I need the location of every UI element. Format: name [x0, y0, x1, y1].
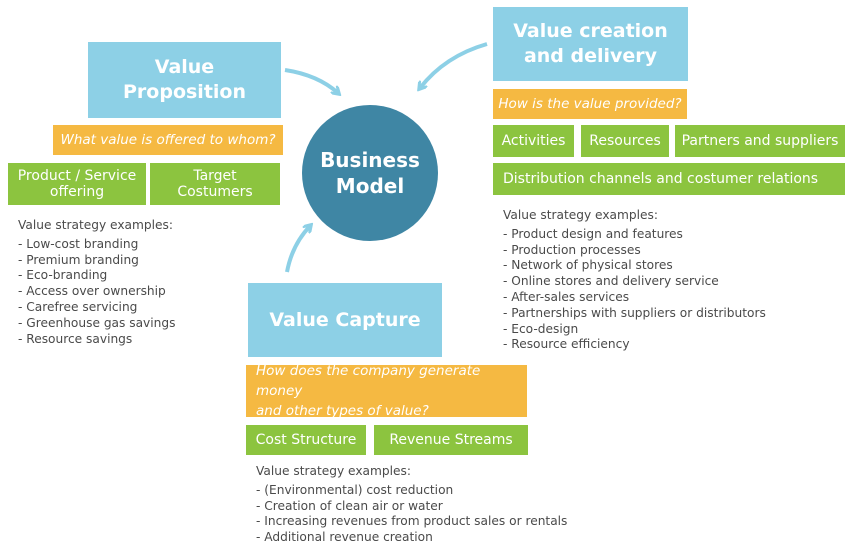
vp-title-line2: Proposition	[123, 81, 246, 103]
tag-product-line1: Product / Service	[17, 168, 137, 184]
value-creation-examples: Value strategy examples: Product design …	[503, 208, 766, 353]
center-line2: Model	[335, 174, 405, 198]
vp-examples-heading: Value strategy examples:	[18, 218, 173, 232]
vcap-examples-heading: Value strategy examples:	[256, 464, 411, 478]
tag-activities: Activities	[493, 125, 574, 157]
list-item: Creation of clean air or water	[256, 499, 567, 515]
arrow-from-value-proposition	[284, 68, 338, 93]
list-item: Production processes	[503, 243, 766, 259]
list-item: Carefree servicing	[18, 300, 175, 316]
list-item: Resource savings	[18, 332, 175, 348]
list-item: Premium branding	[18, 253, 175, 269]
list-item: Online stores and delivery service	[503, 274, 766, 290]
list-item: (Environmental) cost reduction	[256, 483, 567, 499]
tag-resources: Resources	[581, 125, 669, 157]
list-item: Eco-design	[503, 322, 766, 338]
value-creation-title: Value creation and delivery	[493, 7, 688, 81]
tag-product-line2: offering	[49, 184, 105, 200]
tag-target-line2: Costumers	[177, 184, 253, 200]
vc-examples-heading: Value strategy examples:	[503, 208, 658, 222]
tag-partners-suppliers: Partners and suppliers	[675, 125, 845, 157]
arrow-from-value-creation	[420, 42, 488, 88]
arrow-from-value-capture	[285, 226, 310, 273]
list-item: Product design and features	[503, 227, 766, 243]
list-item: Network of physical stores	[503, 258, 766, 274]
list-item: Low-cost branding	[18, 237, 175, 253]
value-creation-question: How is the value provided?	[493, 89, 687, 119]
vc-title-line2: and delivery	[523, 45, 658, 67]
center-line1: Business	[320, 148, 420, 172]
list-item: Greenhouse gas savings	[18, 316, 175, 332]
value-capture-title: Value Capture	[248, 283, 442, 357]
value-proposition-question: What value is offered to whom?	[53, 125, 283, 155]
vp-title-line1: Value	[154, 56, 215, 78]
tag-revenue-streams: Revenue Streams	[374, 425, 528, 455]
vc-title-line1: Value creation	[513, 20, 668, 42]
tag-cost-structure: Cost Structure	[246, 425, 366, 455]
tag-distribution-channels: Distribution channels and costumer relat…	[493, 163, 845, 195]
value-proposition-examples: Value strategy examples: Low-cost brandi…	[18, 218, 175, 347]
value-capture-question: How does the company generate money and o…	[246, 363, 527, 419]
value-capture-examples: Value strategy examples: (Environmental)…	[256, 464, 567, 546]
vcap-question-line1: How does the company generate money	[256, 363, 481, 399]
list-item: Eco-branding	[18, 268, 175, 284]
list-item: Access over ownership	[18, 284, 175, 300]
list-item: Resource efficiency	[503, 337, 766, 353]
list-item: Increasing revenues from product sales o…	[256, 514, 567, 530]
vcap-question-line2: and other types of value?	[256, 403, 429, 419]
list-item: Partnerships with suppliers or distribut…	[503, 306, 766, 322]
list-item: Additional revenue creation	[256, 530, 567, 546]
list-item: After-sales services	[503, 290, 766, 306]
tag-target-line1: Target	[193, 168, 237, 184]
